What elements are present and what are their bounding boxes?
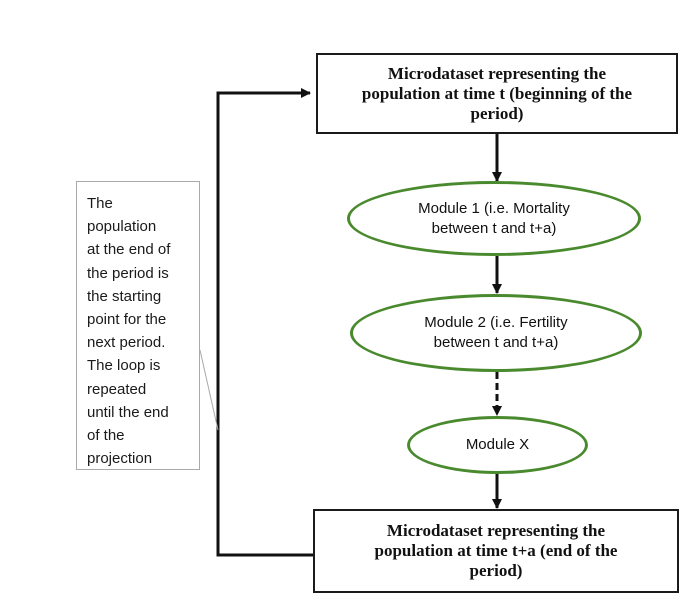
loop-back-arrow bbox=[216, 88, 314, 557]
module-x-oval: Module X bbox=[407, 416, 588, 474]
top-microdataset-text: Microdataset representing the population… bbox=[361, 63, 633, 123]
top-microdataset-box: Microdataset representing the population… bbox=[316, 53, 678, 134]
module-2-text: Module 2 (i.e. Fertility between t and t… bbox=[424, 314, 568, 351]
module-1-text: Module 1 (i.e. Mortality between t and t… bbox=[418, 199, 570, 237]
module-x-text: Module X bbox=[465, 436, 530, 453]
module-1-oval: Module 1 (i.e. Mortality between t and t… bbox=[347, 181, 641, 256]
bottom-microdataset-box: Microdataset representing the population… bbox=[313, 509, 679, 593]
note-connector-line bbox=[199, 349, 219, 431]
loop-explanation-note: The population at the end of the period … bbox=[76, 181, 200, 470]
bottom-microdataset-text: Microdataset representing the population… bbox=[374, 521, 618, 580]
module-2-oval: Module 2 (i.e. Fertility between t and t… bbox=[350, 294, 642, 372]
